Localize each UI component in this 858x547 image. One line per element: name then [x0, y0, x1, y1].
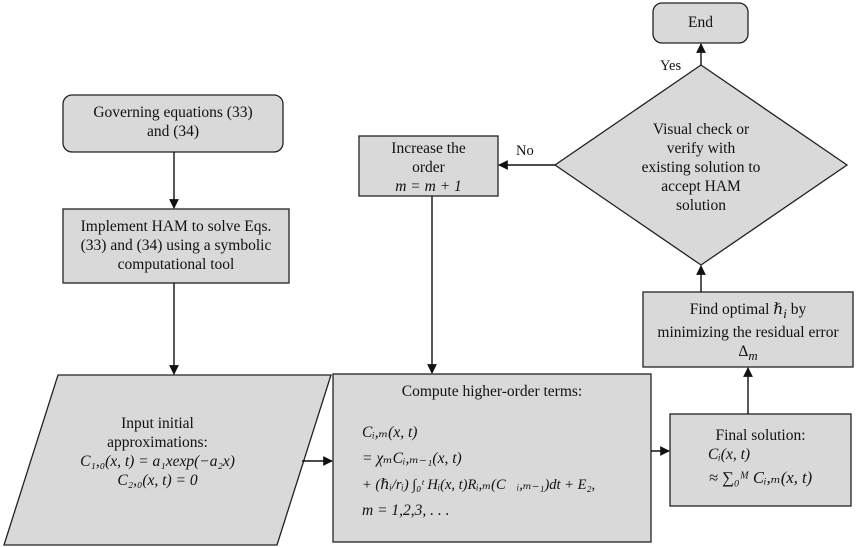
end-box [652, 2, 749, 44]
increase-line-1: Increase the [391, 140, 466, 157]
optimal-hbar: Find optimal ℏ [689, 301, 784, 318]
decision-line-2: verify with [666, 140, 736, 157]
end-label: End [653, 13, 748, 32]
input-parallelogram [3, 374, 332, 546]
input-line-2: approximations: [107, 434, 208, 451]
decision-line-5: solution [676, 197, 726, 214]
implement-line-2: (33) and (34) using a symbolic [80, 237, 272, 254]
optimal-label: Find optimal ℏi by minimizing the residu… [643, 300, 853, 365]
yes-label: Yes [660, 58, 682, 74]
compute-line-2: = χₘCᵢ,ₘ₋₁(x, t) [362, 450, 462, 467]
implement-line-1: Implement HAM to solve Eqs. [80, 218, 272, 235]
decision-line-3: existing solution to [641, 159, 761, 176]
implement-line-3: computational tool [117, 256, 235, 273]
implement-label: Implement HAM to solve Eqs. (33) and (34… [63, 217, 289, 274]
implement-box [62, 208, 290, 284]
decision-line-4: accept HAM [661, 178, 741, 195]
compute-title: Compute higher-order terms: [333, 382, 651, 401]
input-line-3: C₁,₀(x, t) = a₁xexp(−a₂x) [80, 453, 235, 470]
end-text: End [688, 14, 713, 31]
final-line-2: Cᵢ(x, t) [708, 446, 751, 463]
optimal-line-3: Δm [643, 342, 853, 365]
optimal-box [642, 291, 854, 368]
increase-label: Increase the order m = m + 1 [359, 139, 498, 196]
compute-line-1: Cᵢ,ₘ(x, t) [362, 424, 418, 441]
compute-line-3: + (ℏᵢ/rᵢ) ∫₀ᵗ Hᵢ(x, t)Rᵢ,ₘ(C⃗ᵢ,ₘ₋₁)dt + … [362, 477, 596, 493]
decision-line-1: Visual check or [652, 121, 750, 138]
governing-line-2: and (34) [146, 123, 200, 140]
compute-box [332, 373, 652, 543]
optimal-line-1-tail: by [786, 301, 807, 318]
compute-title-text: Compute higher-order terms: [401, 383, 583, 400]
increase-line-2: order [412, 159, 445, 176]
final-line-1: Final solution: [715, 427, 806, 444]
governing-line-1: Governing equations (33) [93, 104, 253, 121]
decision-label: Visual check or verify with existing sol… [600, 120, 802, 215]
increase-line-3: m = m + 1 [395, 178, 462, 195]
no-label: No [516, 143, 534, 159]
final-box [669, 413, 852, 507]
final-line-3: ≈ ∑₀ᴹ Cᵢ,ₘ(x, t) [708, 468, 813, 487]
optimal-hbar-sub: i [783, 306, 787, 322]
governing-box [62, 94, 284, 153]
input-line-4: C₂,₀(x, t) = 0 [117, 472, 198, 489]
increase-box [358, 135, 499, 197]
optimal-delta: Δ [738, 343, 749, 361]
final-label: Final solution: Cᵢ(x, t) ≈ ∑₀ᴹ Cᵢ,ₘ(x, t… [670, 426, 851, 487]
optimal-line-1: Find optimal ℏi by [643, 300, 853, 323]
optimal-line-2: minimizing the residual error [657, 324, 839, 342]
governing-label: Governing equations (33) and (34) [63, 103, 283, 141]
input-line-1: Input initial [121, 415, 194, 432]
optimal-delta-sub: m [748, 348, 758, 364]
compute-formula: Cᵢ,ₘ(x, t) = χₘCᵢ,ₘ₋₁(x, t) + (ℏᵢ/rᵢ) ∫₀… [362, 420, 647, 524]
decision-diamond [553, 64, 849, 266]
compute-line-4: m = 1,2,3, . . . [362, 502, 450, 519]
input-label: Input initial approximations: C₁,₀(x, t)… [45, 414, 270, 490]
